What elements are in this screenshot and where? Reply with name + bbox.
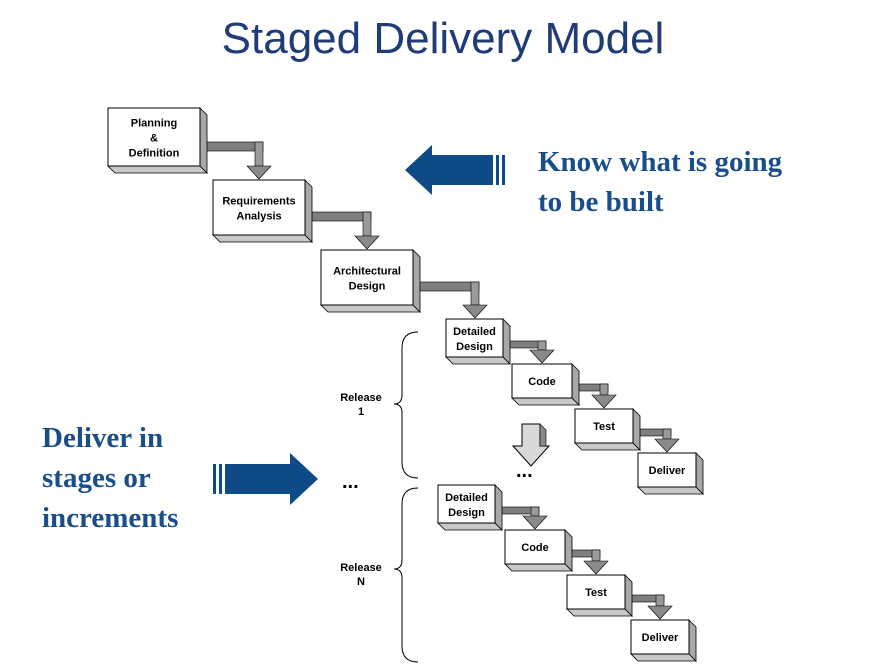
connector-arrow-icon xyxy=(630,428,680,453)
stage-label: Analysis xyxy=(236,211,281,223)
release-n-label: Release xyxy=(340,562,382,574)
callout-know-what: Know what is going to be built xyxy=(538,142,838,222)
release-1-number: 1 xyxy=(358,406,364,418)
stage-label: Design xyxy=(448,507,485,519)
stage-label: Deliver xyxy=(649,465,686,477)
stage-label: Test xyxy=(593,421,615,433)
arrow-down-icon xyxy=(511,423,551,467)
stage-label: Design xyxy=(349,281,386,293)
stage-label: Design xyxy=(456,341,493,353)
arrow-left-icon xyxy=(405,145,505,195)
release-1-test: Test xyxy=(574,408,641,451)
stage-label: Detailed xyxy=(445,492,488,504)
callout-deliver-stages: Deliver in stages or increments xyxy=(42,418,242,538)
connector-arrow-icon xyxy=(500,340,555,364)
connector-arrow-icon xyxy=(492,506,548,530)
release-1-bracket xyxy=(393,331,419,479)
stage-label: Code xyxy=(521,542,549,554)
release-n-code: Code xyxy=(504,529,573,572)
release-1-label: Release xyxy=(340,392,382,404)
stage-label: Detailed xyxy=(453,326,496,338)
release-n-test: Test xyxy=(566,574,633,617)
stage-label: Deliver xyxy=(642,632,679,644)
callout-line: stages or xyxy=(42,462,151,494)
release-1-deliver: Deliver xyxy=(637,452,704,495)
release-n-bracket xyxy=(393,487,419,663)
arrow-right-icon xyxy=(213,453,318,505)
ellipsis-mid: ... xyxy=(516,460,533,482)
connector-arrow-icon xyxy=(302,211,380,250)
page-title: Staged Delivery Model xyxy=(221,14,665,63)
callout-line: Deliver in xyxy=(42,422,164,454)
callout-line: Know what is going xyxy=(538,146,783,178)
ellipsis-left: ... xyxy=(342,471,359,493)
release-n-number: N xyxy=(357,576,365,588)
stage-label: & xyxy=(150,133,158,145)
callout-line: increments xyxy=(42,502,179,534)
connector-arrow-icon xyxy=(197,141,272,180)
release-n-deliver: Deliver xyxy=(630,619,697,662)
connector-arrow-icon xyxy=(410,281,488,319)
callout-line: to be built xyxy=(538,186,664,218)
stage-boxes: Planning & DefinitionRequirementsAnalysisA… xyxy=(107,107,704,662)
stage-label: Planning xyxy=(131,118,177,130)
stage-label: Definition xyxy=(129,148,180,160)
stage-label: Test xyxy=(585,587,607,599)
release-1-code: Code xyxy=(511,363,580,406)
stage-label: Code xyxy=(528,376,556,388)
stage-planning-definition: Planning & Definition xyxy=(107,107,208,174)
stage-label: Requirements xyxy=(222,196,295,208)
stage-label: Architectural xyxy=(333,266,401,278)
